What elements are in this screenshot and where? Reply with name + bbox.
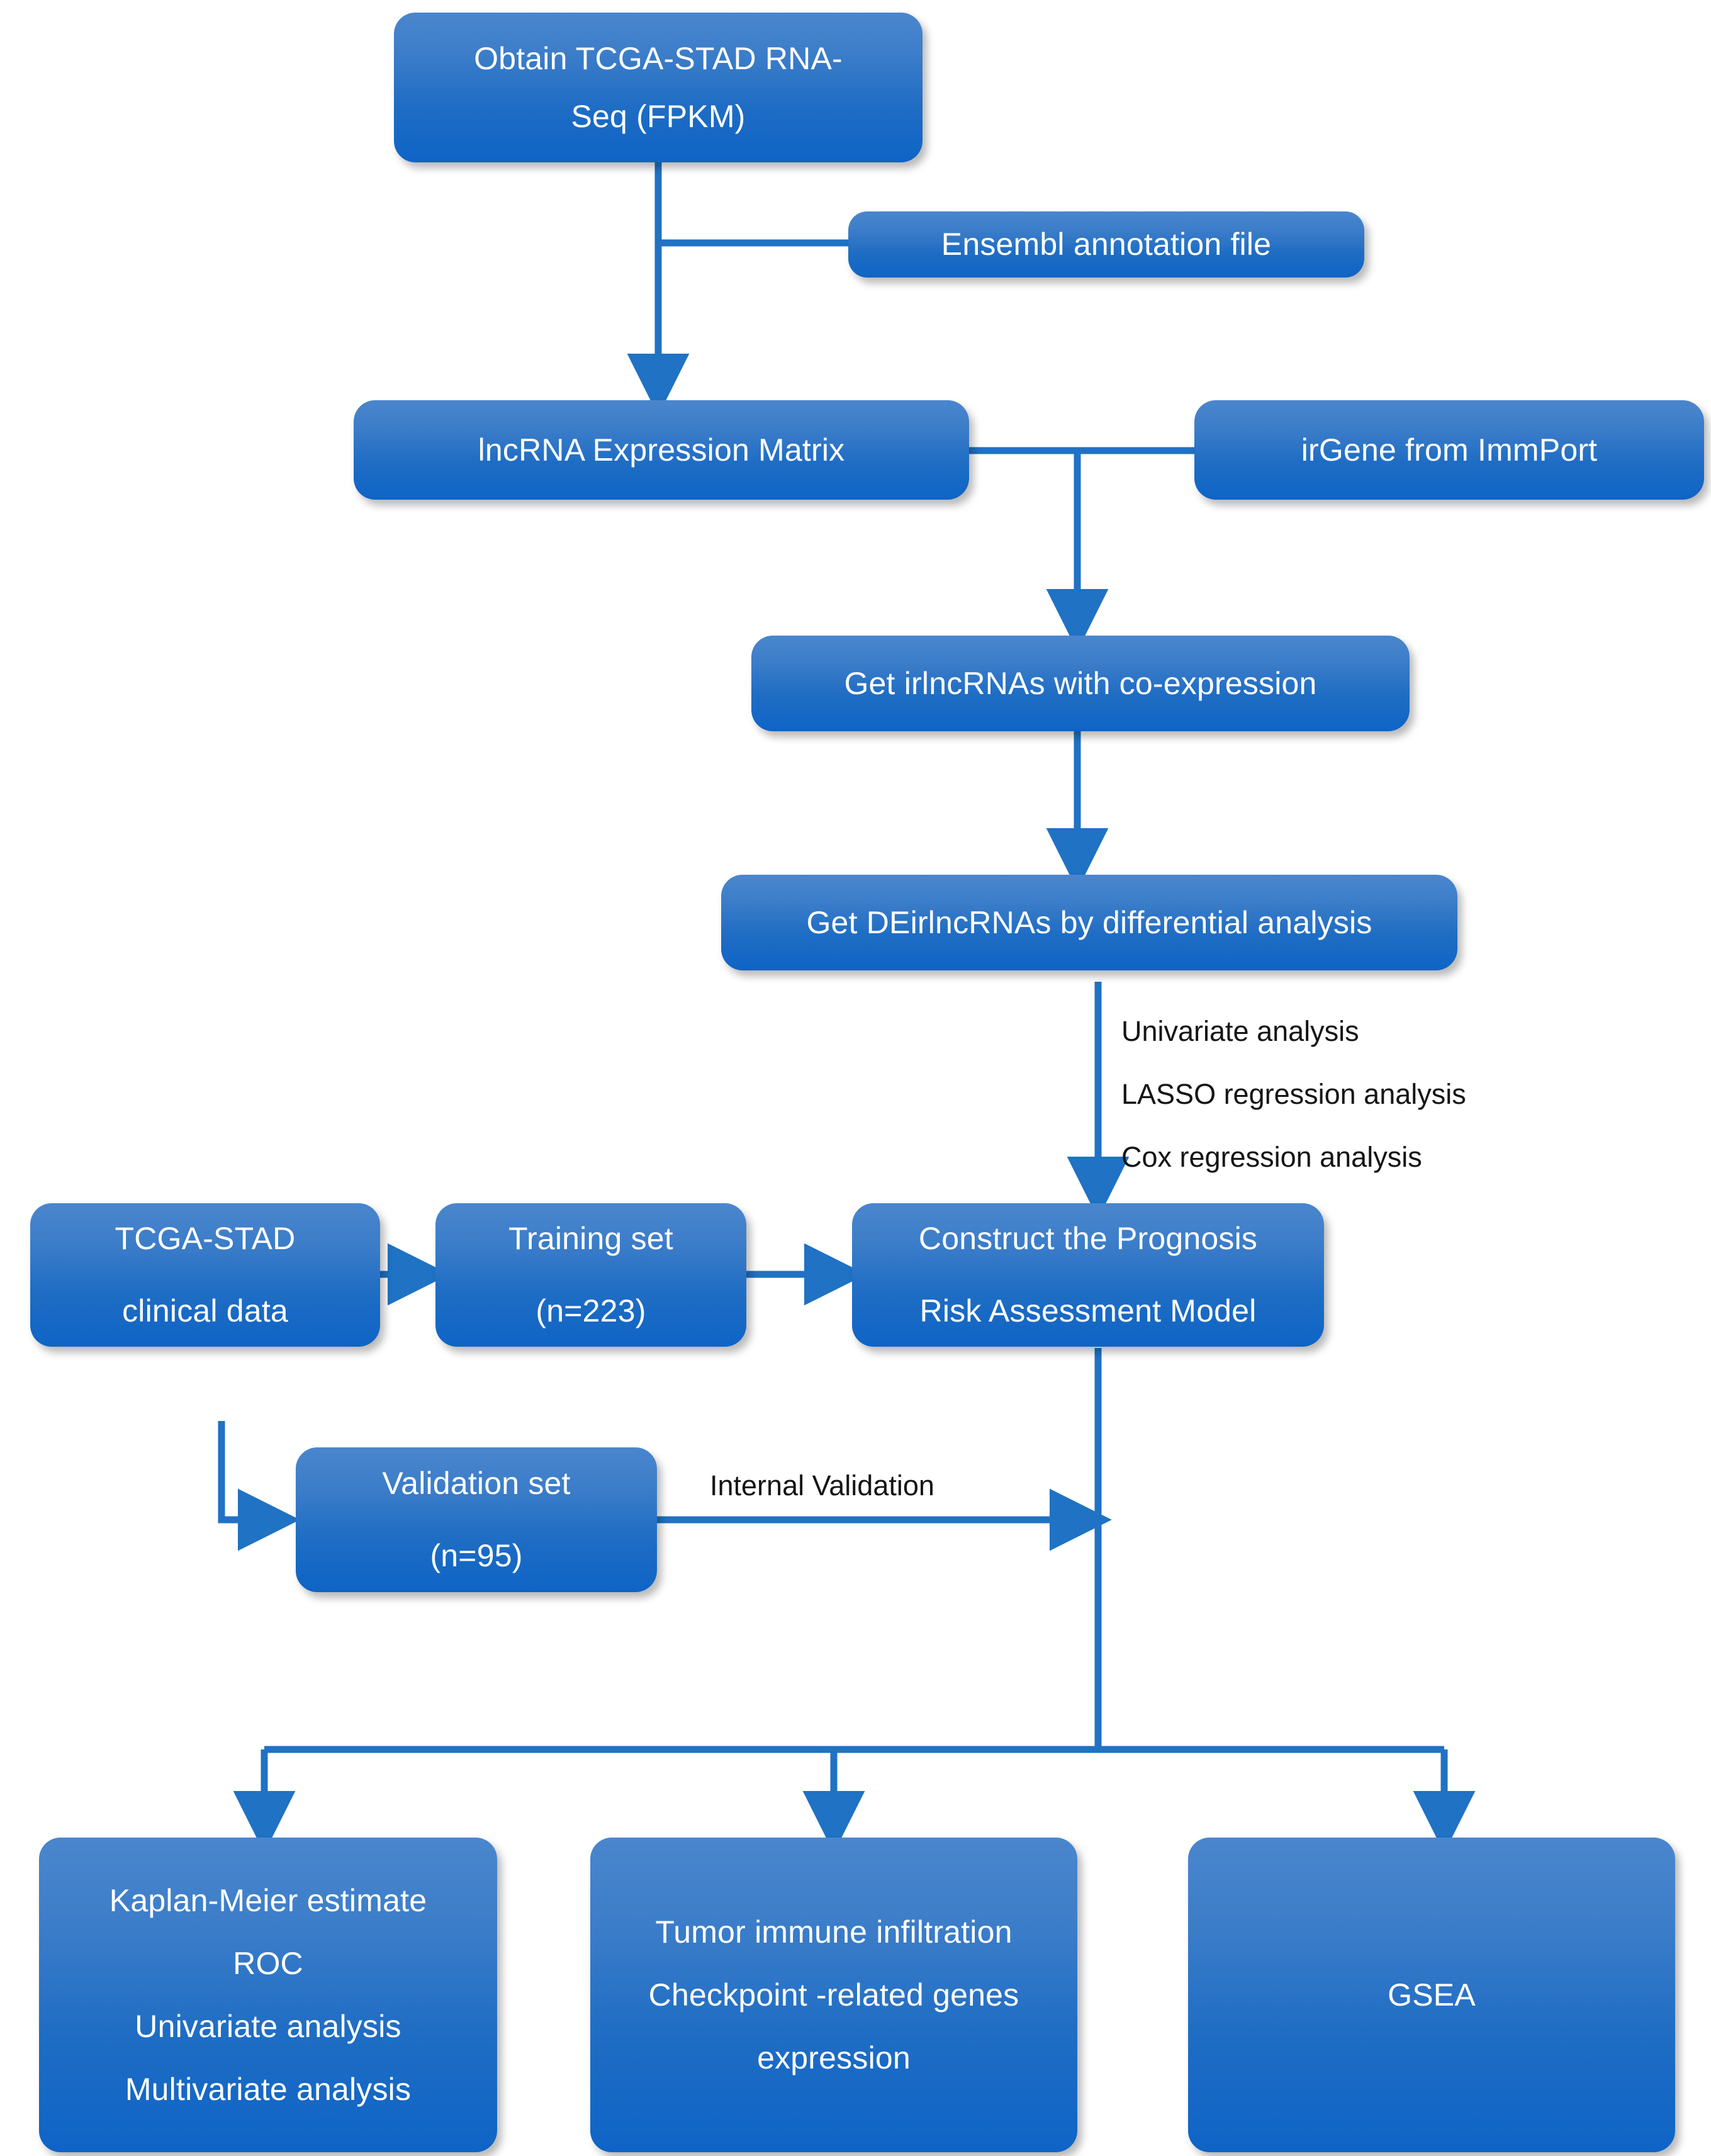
node-irgene-immport[interactable]: irGene from ImmPort: [1194, 400, 1704, 500]
node-line: expression: [757, 2040, 911, 2075]
edge-label-internal-validation: Internal Validation: [710, 1469, 934, 1502]
node-line: Seq (FPKM): [571, 99, 746, 134]
node-line: GSEA: [1388, 1977, 1476, 2013]
node-line: Training set: [508, 1221, 673, 1256]
node-obtain-rnaseq[interactable]: Obtain TCGA-STAD RNA- Seq (FPKM): [394, 13, 923, 162]
edge-label-cox-regression: Cox regression analysis: [1121, 1141, 1422, 1173]
node-line: Risk Assessment Model: [919, 1293, 1257, 1328]
node-line: TCGA-STAD: [115, 1221, 296, 1256]
node-line: Kaplan-Meier estimate: [109, 1883, 427, 1918]
edge-label-lasso-regression: LASSO regression analysis: [1121, 1078, 1466, 1110]
node-line: (n=223): [536, 1293, 646, 1328]
node-line: Get irlncRNAs with co-expression: [844, 665, 1317, 701]
node-line: (n=95): [430, 1538, 523, 1573]
node-get-deirlncrnas[interactable]: Get DEirlncRNAs by differential analysis: [721, 875, 1457, 970]
node-gsea[interactable]: GSEA: [1188, 1838, 1675, 2152]
node-line: Checkpoint -related genes: [648, 1977, 1019, 2013]
node-line: Univariate analysis: [135, 2009, 401, 2044]
node-line: ROC: [233, 1946, 303, 1981]
node-line: Get DEirlncRNAs by differential analysis: [806, 904, 1372, 940]
node-line: Construct the Prognosis: [918, 1221, 1258, 1256]
node-ensembl-annotation[interactable]: Ensembl annotation file: [848, 211, 1364, 278]
node-training-set[interactable]: Training set (n=223): [435, 1203, 746, 1347]
node-line: Ensembl annotation file: [941, 227, 1272, 262]
node-validation-set[interactable]: Validation set (n=95): [296, 1447, 657, 1592]
node-get-irlncrnas[interactable]: Get irlncRNAs with co-expression: [751, 636, 1410, 731]
node-line: lncRNA Expression Matrix: [478, 432, 845, 468]
node-line: irGene from ImmPort: [1301, 432, 1598, 468]
node-line: Obtain TCGA-STAD RNA-: [474, 40, 843, 76]
edge-clinical-to-validation: [218, 1421, 300, 1551]
edge-label-univariate-analysis: Univariate analysis: [1121, 1015, 1359, 1047]
node-line: Tumor immune infiltration: [655, 1914, 1013, 1950]
node-lncrna-matrix[interactable]: lncRNA Expression Matrix: [354, 400, 969, 500]
node-construct-model[interactable]: Construct the Prognosis Risk Assessment …: [852, 1203, 1324, 1347]
node-clinical-data[interactable]: TCGA-STAD clinical data: [30, 1203, 380, 1347]
node-line: clinical data: [122, 1293, 288, 1328]
node-line: Validation set: [382, 1466, 571, 1501]
node-line: Multivariate analysis: [125, 2072, 412, 2107]
node-survival-analyses[interactable]: Kaplan-Meier estimate ROC Univariate ana…: [39, 1838, 497, 2152]
node-immune-analyses[interactable]: Tumor immune infiltration Checkpoint -re…: [590, 1838, 1077, 2152]
